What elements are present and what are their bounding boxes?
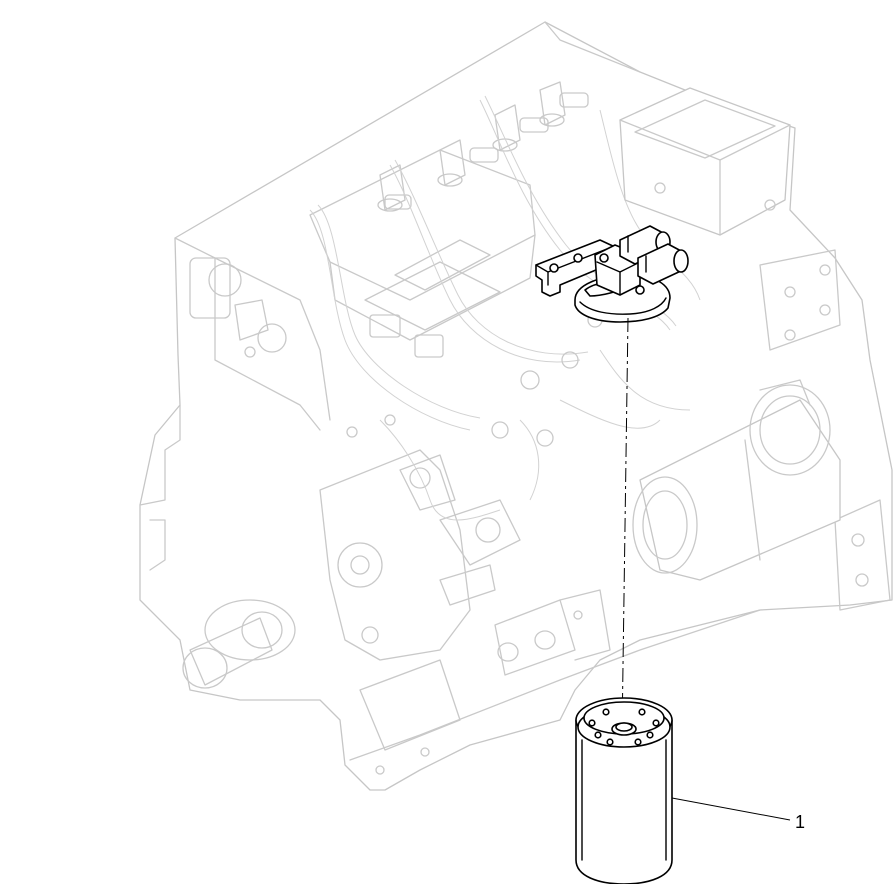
callout-leader-line bbox=[671, 797, 791, 821]
fuel-filter-cartridge bbox=[575, 697, 673, 884]
assembly-center-line bbox=[621, 317, 629, 736]
engine-assembly-ghost bbox=[139, 21, 893, 791]
callout-1: 1 bbox=[671, 797, 805, 832]
starter-motor-ghost bbox=[632, 379, 841, 581]
fuel-filter-head bbox=[535, 225, 689, 323]
injector-group bbox=[377, 81, 589, 212]
callout-label: 1 bbox=[795, 812, 805, 832]
